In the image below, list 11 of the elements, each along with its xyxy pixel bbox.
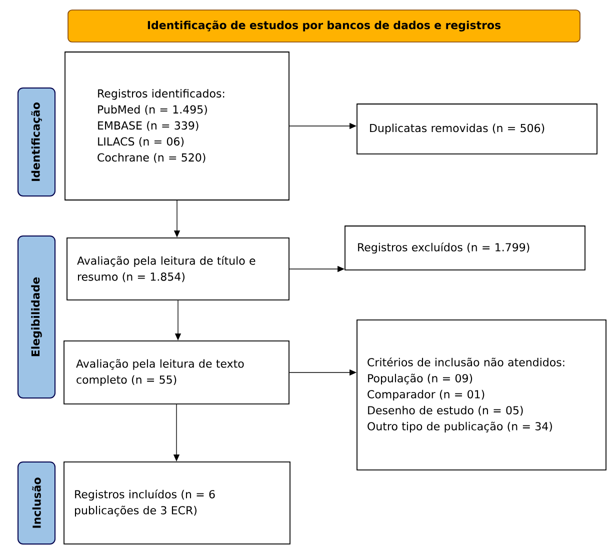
title-banner: Identificação de estudos por bancos de dados e registros [68, 10, 580, 42]
process-box: Critérios de inclusão não atendidos: População (n = 09) Comparador (n = 01) Desenho de estudo (n = 05) Outro tipo de publicação (n = 34) [356, 320, 606, 470]
process-box: Avaliação pela leitura de título e resumo (n = 1.854) [66, 238, 290, 300]
process-box: Registros excluídos (n = 1.799) [344, 226, 586, 270]
process-box: Avaliação pela leitura de texto completo (n = 55) [64, 340, 290, 404]
process-box: Registros identificados: PubMed (n = 1.495) EMBASE (n = 339) LILACS (n = 06) Cochrane (n = 520) [64, 52, 290, 200]
process-box: Registros incluídos (n = 6 publicações de 3 ECR) [64, 462, 290, 544]
stage-band: Identificação [18, 87, 56, 196]
process-box: Duplicatas removidas (n = 506) [356, 104, 598, 154]
stage-band: Inclusão [18, 461, 56, 544]
stage-band: Elegibilidade [18, 235, 56, 398]
